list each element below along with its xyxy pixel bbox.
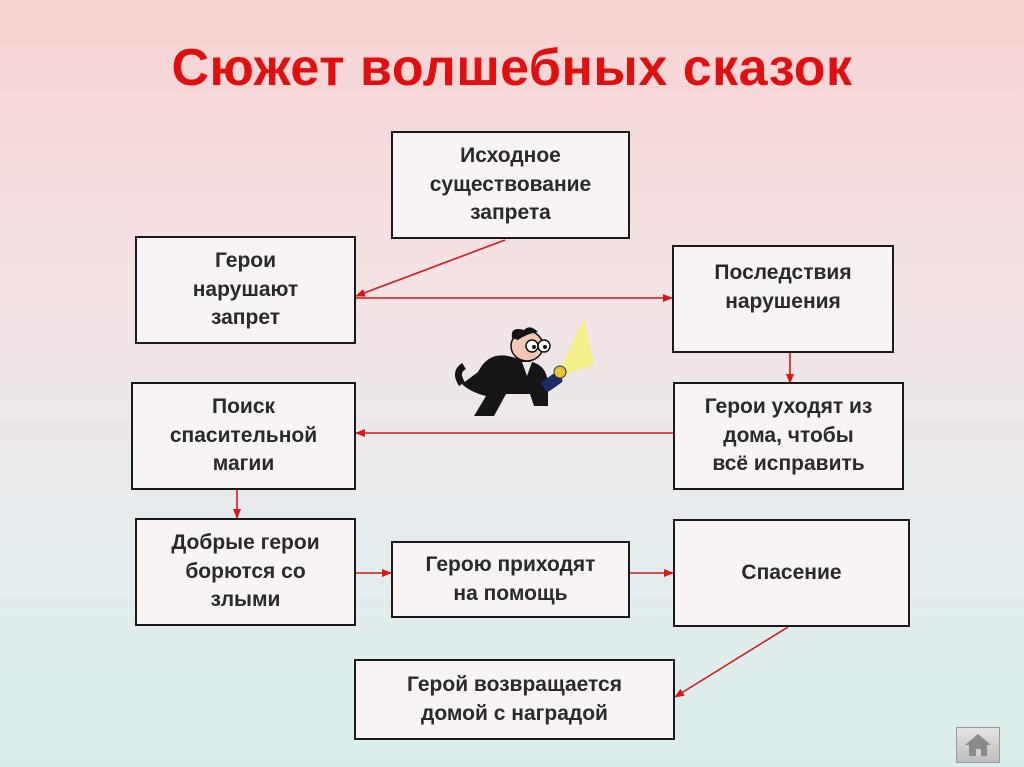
home-button[interactable] bbox=[956, 727, 1000, 763]
box-rescue: Спасение bbox=[673, 519, 910, 627]
box-search-magic: Поиск спасительной магии bbox=[131, 382, 356, 490]
box-initial-ban: Исходное существование запрета bbox=[391, 131, 630, 239]
box-good-vs-evil: Добрые герои борются со злыми bbox=[135, 518, 356, 626]
box-hero-returns: Герой возвращается домой с наградой bbox=[354, 659, 675, 740]
box-consequences: Последствия нарушения bbox=[672, 245, 894, 353]
detective-with-flashlight-icon bbox=[455, 318, 594, 416]
page-title: Сюжет волшебных сказок bbox=[171, 39, 853, 97]
box-hero-returns-text: Герой возвращается домой с наградой bbox=[407, 672, 622, 725]
box-heroes-break-ban: Герои нарушают запрет bbox=[135, 236, 356, 344]
box-search-magic-text: Поиск спасительной магии bbox=[169, 394, 318, 476]
box-good-vs-evil-text: Добрые герои борются со злыми bbox=[171, 530, 320, 612]
arrow-rescue-to-return bbox=[674, 626, 789, 698]
box-rescue-text: Спасение bbox=[741, 560, 842, 584]
box-help-comes-text: Герою приходят на помощь bbox=[425, 552, 596, 605]
box-consequences-text: Последствия нарушения bbox=[714, 261, 852, 313]
home-icon bbox=[965, 734, 991, 756]
arrow-ban-to-break bbox=[355, 239, 506, 297]
box-heroes-break-ban-text: Герои нарушают запрет bbox=[192, 248, 299, 330]
box-initial-ban-text: Исходное существование запрета bbox=[429, 143, 592, 225]
box-heroes-leave-home: Герои уходят из дома, чтобы всё исправит… bbox=[673, 382, 904, 490]
box-heroes-leave-home-text: Герои уходят из дома, чтобы всё исправит… bbox=[704, 394, 873, 476]
box-help-comes: Герою приходят на помощь bbox=[391, 541, 630, 618]
